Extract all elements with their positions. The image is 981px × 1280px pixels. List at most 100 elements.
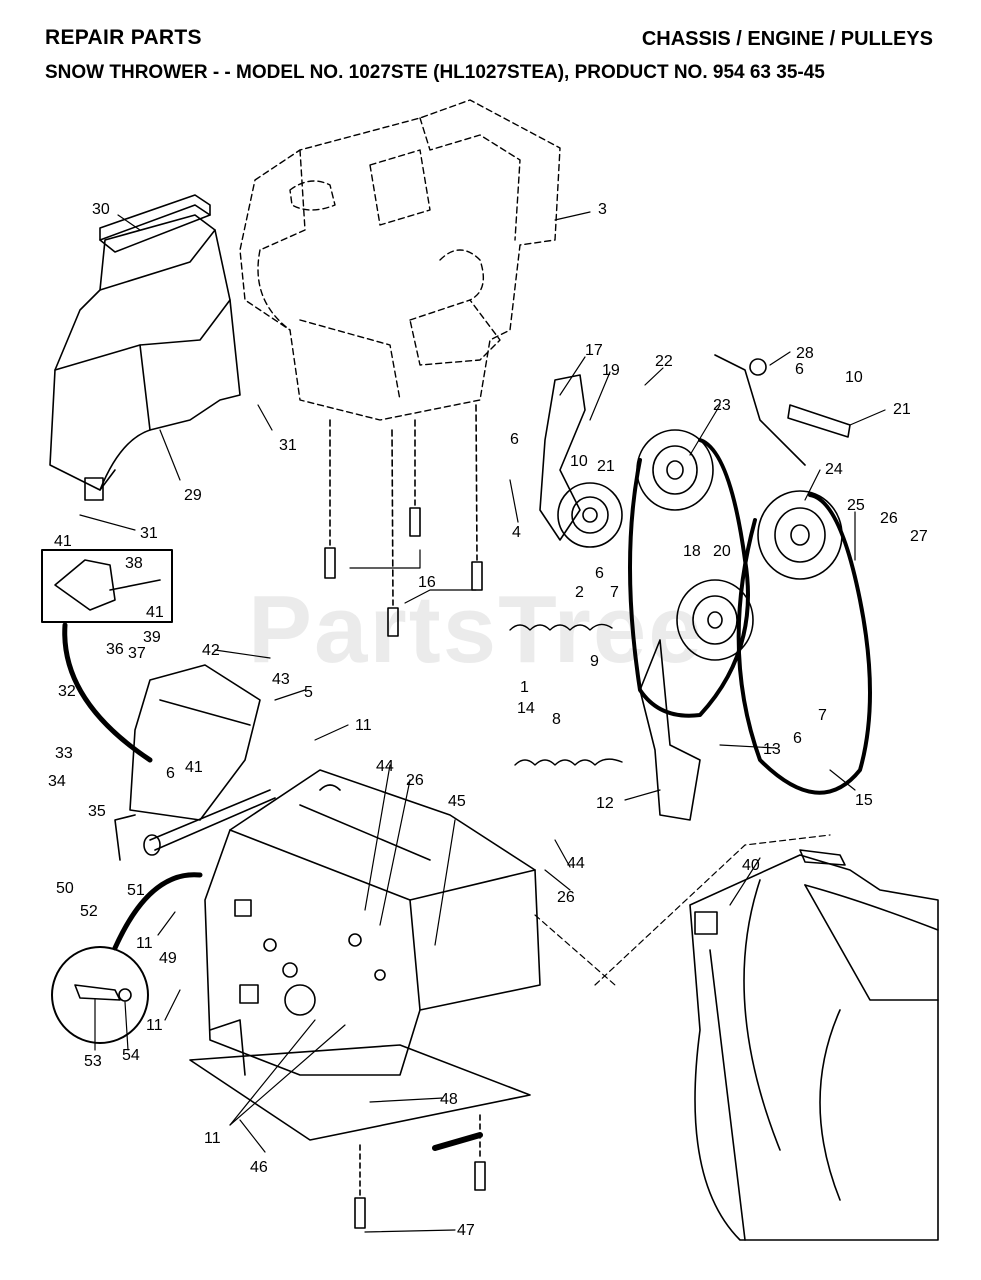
callout-26: 26 [880, 510, 898, 527]
callout-6: 6 [595, 565, 604, 582]
callout-32: 32 [58, 683, 76, 700]
chassis-frame [204, 769, 541, 1076]
callout-14: 14 [517, 700, 535, 717]
callout-35: 35 [88, 803, 106, 820]
callout-26: 26 [557, 889, 575, 906]
inset-leader-bottom [112, 872, 203, 951]
callout-11: 11 [204, 1130, 221, 1147]
axle-shaft [143, 789, 276, 856]
callout-39: 39 [143, 629, 161, 646]
shift-plate [114, 664, 261, 861]
callout-37: 37 [128, 645, 146, 662]
callout-25: 25 [847, 497, 865, 514]
inset-leader-top [62, 622, 153, 763]
belt-cover-handle [99, 194, 211, 253]
detail-inset-top [41, 549, 173, 623]
callout-31: 31 [140, 525, 158, 542]
callout-15: 15 [855, 792, 873, 809]
callout-52: 52 [80, 903, 98, 920]
housing-dashline [594, 834, 831, 986]
callout-13: 13 [763, 741, 781, 758]
leader-lines [79, 211, 886, 1233]
callout-28: 28 [796, 345, 814, 362]
callout-24: 24 [825, 461, 843, 478]
callout-31: 31 [279, 437, 297, 454]
callout-11: 11 [146, 1017, 163, 1034]
callout-34: 34 [48, 773, 66, 790]
callout-50: 50 [56, 880, 74, 897]
callout-45: 45 [448, 793, 466, 810]
callout-43: 43 [272, 671, 290, 688]
engine-mount-bolts [324, 404, 483, 637]
model-subtitle: SNOW THROWER - - MODEL NO. 1027STE (HL10… [45, 62, 825, 83]
spring-1 [509, 623, 613, 631]
callout-51: 51 [127, 882, 145, 899]
callout-11: 11 [355, 717, 372, 734]
callout-49: 49 [159, 950, 177, 967]
callout-22: 22 [655, 353, 673, 370]
page-title-left: REPAIR PARTS [45, 26, 202, 49]
spring-14 [514, 758, 623, 766]
callout-53: 53 [84, 1053, 102, 1070]
callout-10: 10 [570, 453, 588, 470]
callout-30: 30 [92, 201, 110, 218]
callout-20: 20 [713, 543, 731, 560]
callout-47: 47 [457, 1222, 475, 1239]
callout-44: 44 [567, 855, 585, 872]
callout-21: 21 [893, 401, 911, 418]
callout-labels: 30 3 31 29 31 17 19 22 28 6 10 21 6 10 2… [48, 201, 928, 1239]
callout-9: 9 [590, 653, 599, 670]
callout-46: 46 [250, 1159, 268, 1176]
callout-29: 29 [184, 487, 202, 504]
callout-7: 7 [610, 584, 619, 601]
belts [628, 438, 872, 795]
detail-inset-bottom [51, 946, 149, 1044]
callout-6: 6 [510, 431, 519, 448]
callout-7: 7 [818, 707, 827, 724]
callout-54: 54 [122, 1047, 140, 1064]
callout-5: 5 [304, 684, 313, 701]
callout-27: 27 [910, 528, 928, 545]
callout-26: 26 [406, 772, 424, 789]
callout-42: 42 [202, 642, 220, 659]
callout-44: 44 [376, 758, 394, 775]
callout-10: 10 [845, 369, 863, 386]
callout-8: 8 [552, 711, 561, 728]
bolts-47 [354, 1114, 486, 1229]
callout-21: 21 [597, 458, 615, 475]
callout-12: 12 [596, 795, 614, 812]
impeller-housing [689, 849, 939, 1241]
idler-bracket [539, 374, 623, 548]
bottom-plate [189, 1019, 531, 1151]
callout-1: 1 [520, 679, 529, 696]
belt-cover [49, 214, 241, 501]
watermark: PartsTree [248, 576, 704, 683]
pulley-20 [676, 579, 754, 661]
rod-28 [714, 354, 851, 466]
page-title-right: CHASSIS / ENGINE / PULLEYS [641, 28, 933, 50]
callout-23: 23 [713, 397, 731, 414]
callout-19: 19 [602, 362, 620, 379]
callout-38: 38 [125, 555, 143, 572]
callout-41: 41 [54, 533, 72, 550]
callout-17: 17 [585, 342, 603, 359]
callout-40: 40 [742, 857, 760, 874]
callout-4: 4 [512, 524, 521, 541]
callout-6: 6 [793, 730, 802, 747]
callout-41: 41 [185, 759, 203, 776]
callout-6: 6 [166, 765, 175, 782]
callout-2: 2 [575, 584, 584, 601]
callout-18: 18 [683, 543, 701, 560]
pulley-24 [757, 490, 843, 580]
callout-6: 6 [795, 361, 804, 378]
idler-arm [639, 639, 701, 821]
engine-outline [239, 99, 561, 421]
callout-36: 36 [106, 641, 124, 658]
callout-16: 16 [418, 574, 436, 591]
callout-11: 11 [136, 935, 153, 952]
callout-33: 33 [55, 745, 73, 762]
callout-3: 3 [598, 201, 607, 218]
callout-48: 48 [440, 1091, 458, 1108]
callout-41: 41 [146, 604, 164, 621]
